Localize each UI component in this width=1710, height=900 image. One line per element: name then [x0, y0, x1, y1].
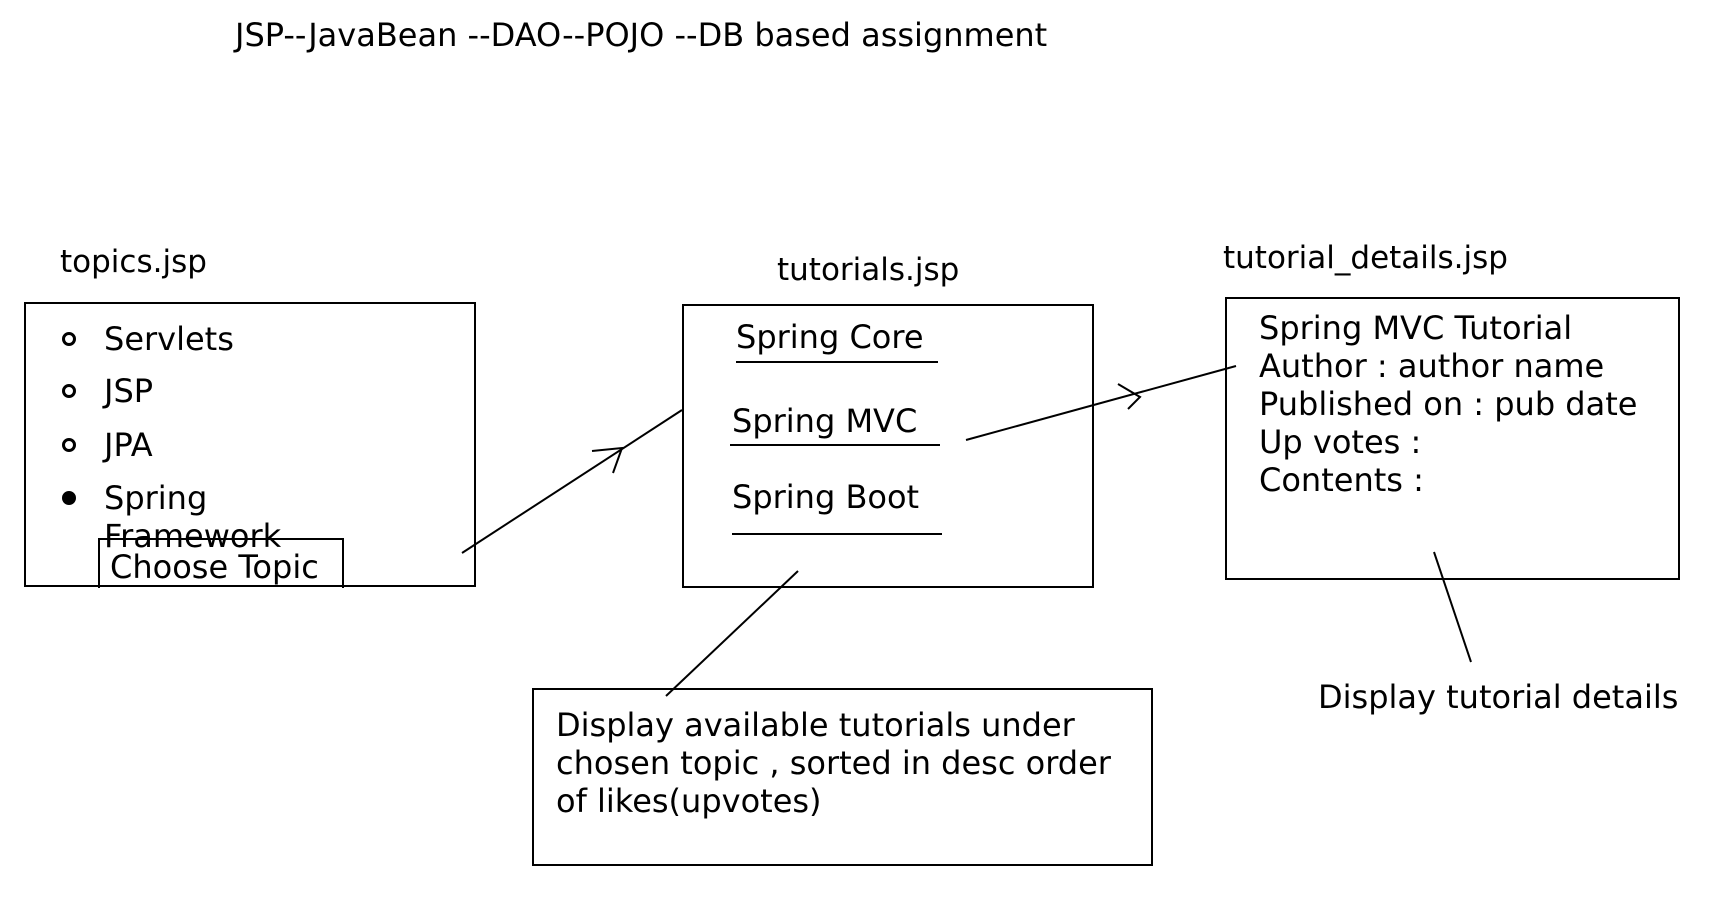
radio-unchecked-icon[interactable]: [62, 384, 76, 398]
detail-tutorial-title: Spring MVC Tutorial: [1259, 309, 1573, 347]
tutorials-page-box: Spring Core Spring MVC Spring Boot: [682, 304, 1094, 588]
tutorial-link-underline: [732, 533, 942, 535]
arrowhead-tutorials-to-details: [1117, 383, 1142, 410]
details-page-label: tutorial_details.jsp: [1223, 240, 1508, 276]
arrow-topics-to-tutorials: [461, 409, 683, 554]
arrow-tutorials-to-details: [965, 365, 1237, 441]
detail-up-votes: Up votes :: [1259, 423, 1422, 461]
details-note: Display tutorial details: [1318, 678, 1679, 716]
arrowhead-topics-to-tutorials: [591, 446, 624, 474]
topics-page-label: topics.jsp: [60, 244, 207, 280]
topic-option-label: Servlets: [104, 320, 234, 358]
detail-contents: Contents :: [1259, 461, 1424, 499]
topic-option-label: JPA: [104, 426, 153, 464]
detail-author: Author : author name: [1259, 347, 1605, 385]
note-line: Display available tutorials under: [556, 706, 1075, 744]
note-line: chosen topic , sorted in desc order: [556, 744, 1111, 782]
topics-page-box: Servlets JSP JPA Spring Framework Choose…: [24, 302, 476, 588]
details-page-box: Spring MVC Tutorial Author : author name…: [1225, 297, 1680, 580]
radio-unchecked-icon[interactable]: [62, 438, 76, 452]
tutorial-link-spring-boot[interactable]: Spring Boot: [732, 478, 920, 516]
note-line: of likes(upvotes): [556, 782, 822, 820]
tutorial-link-spring-mvc[interactable]: Spring MVC: [732, 402, 918, 440]
connector-tutorials-note: [665, 570, 799, 697]
tutorials-page-label: tutorials.jsp: [777, 252, 960, 288]
choose-topic-button[interactable]: Choose Topic: [98, 538, 344, 588]
tutorial-link-spring-core[interactable]: Spring Core: [736, 318, 924, 356]
tutorials-note-box: Display available tutorials under chosen…: [532, 688, 1153, 866]
diagram-title: JSP--JavaBean --DAO--POJO --DB based ass…: [235, 16, 1048, 54]
topic-option-label: JSP: [104, 372, 154, 410]
tutorial-link-underline: [730, 444, 940, 446]
detail-published-on: Published on : pub date: [1259, 385, 1638, 423]
connector-details-note: [1433, 551, 1472, 663]
tutorial-link-underline: [736, 361, 938, 363]
topic-option-label: Spring Framework: [104, 479, 282, 555]
radio-checked-icon[interactable]: [62, 491, 76, 505]
radio-unchecked-icon[interactable]: [62, 332, 76, 346]
